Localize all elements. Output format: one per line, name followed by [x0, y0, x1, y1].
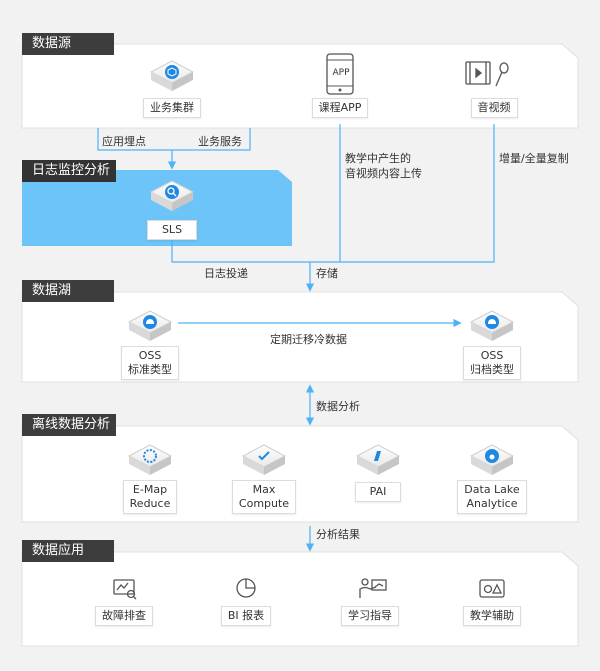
maxcompute-icon — [241, 444, 287, 475]
section-title-offline: 离线数据分析 — [22, 414, 116, 436]
edge-cluster-sls — [97, 128, 251, 151]
edge-label-tracking: 应用埋点 — [102, 135, 146, 148]
media-shapes-icon — [479, 579, 505, 598]
node-dla-label: Data Lake Analytice — [457, 480, 527, 514]
oss-archive-line1: OSS — [480, 349, 504, 362]
emr-line1: E-Map — [132, 483, 168, 496]
dla-icon — [469, 444, 515, 475]
edge-label-upload-1: 教学中产生的 — [345, 152, 411, 165]
node-dla: Data Lake Analytice — [448, 480, 536, 514]
app-teaching-label: 教学辅助 — [463, 606, 521, 626]
node-pai-label: PAI — [354, 482, 402, 502]
app-line-icons — [113, 578, 505, 600]
node-emr: E-Map Reduce — [110, 480, 190, 514]
edge-label-storage: 存储 — [316, 267, 338, 280]
app-troubleshoot: 故障排查 — [84, 604, 164, 626]
edge-label-copy: 增量/全量复制 — [499, 152, 569, 165]
node-cluster-label: 业务集群 — [143, 98, 201, 118]
section-title-source: 数据源 — [22, 33, 114, 55]
cluster-icon — [149, 60, 195, 91]
edge-av-lake — [310, 124, 495, 263]
emr-icon — [127, 444, 173, 475]
node-sls-label: SLS — [146, 220, 198, 240]
panel-apps — [21, 551, 579, 647]
monitor-search-icon — [113, 579, 137, 600]
edge-label-results: 分析结果 — [316, 528, 360, 541]
oss-archive-line2: 归档类型 — [470, 363, 514, 376]
cube-icons — [127, 60, 515, 475]
app-study: 学习指导 — [330, 604, 410, 626]
phone-icon — [326, 53, 354, 95]
edge-label-analysis: 数据分析 — [316, 400, 360, 413]
edge-label-delivery: 日志投递 — [204, 267, 248, 280]
dla-line2: Analytice — [466, 497, 518, 510]
app-bi-label: BI 报表 — [220, 606, 272, 626]
app-bi: BI 报表 — [206, 604, 286, 626]
maxcompute-line1: Max — [252, 483, 276, 496]
section-title-log: 日志监控分析 — [22, 160, 116, 182]
node-cluster: 业务集群 — [132, 96, 212, 118]
app-troubleshoot-label: 故障排查 — [95, 606, 153, 626]
node-maxcompute: Max Compute — [224, 480, 304, 514]
node-pai: PAI — [338, 480, 418, 502]
app-teaching: 教学辅助 — [452, 604, 532, 626]
video-mic-icon — [465, 61, 509, 87]
node-app: 课程APP — [300, 96, 380, 118]
panel-log — [22, 170, 292, 246]
node-emr-label: E-Map Reduce — [122, 480, 178, 514]
node-oss-standard-label: OSS 标准类型 — [121, 346, 179, 380]
maxcompute-line2: Compute — [238, 497, 290, 510]
section-title-apps: 数据应用 — [22, 540, 114, 562]
dla-line1: Data Lake — [464, 483, 520, 496]
oss-archive-icon — [469, 310, 515, 341]
node-oss-archive: OSS 归档类型 — [452, 346, 532, 380]
pai-icon — [355, 444, 401, 475]
app-study-label: 学习指导 — [341, 606, 399, 626]
edge-label-service: 业务服务 — [198, 135, 242, 148]
phone-icon-text: APP — [332, 68, 350, 78]
sls-icon — [149, 180, 195, 211]
node-av: 音视频 — [454, 96, 534, 118]
node-maxcompute-label: Max Compute — [231, 480, 297, 514]
oss-standard-line1: OSS — [138, 349, 162, 362]
section-title-lake: 数据湖 — [22, 280, 114, 302]
node-oss-standard: OSS 标准类型 — [110, 346, 190, 380]
node-sls: SLS — [132, 218, 212, 240]
teacher-icon — [359, 578, 387, 598]
oss-standard-line2: 标准类型 — [128, 363, 172, 376]
edge-label-migrate: 定期迁移冷数据 — [270, 333, 347, 346]
edge-label-upload-2: 音视频内容上传 — [345, 167, 422, 180]
node-app-label: 课程APP — [311, 98, 369, 118]
oss-standard-icon — [127, 310, 173, 341]
pie-chart-icon — [236, 578, 256, 598]
node-av-label: 音视频 — [470, 98, 518, 118]
emr-line2: Reduce — [129, 497, 171, 510]
edge-sls-lake — [171, 236, 310, 263]
node-oss-archive-label: OSS 归档类型 — [463, 346, 521, 380]
